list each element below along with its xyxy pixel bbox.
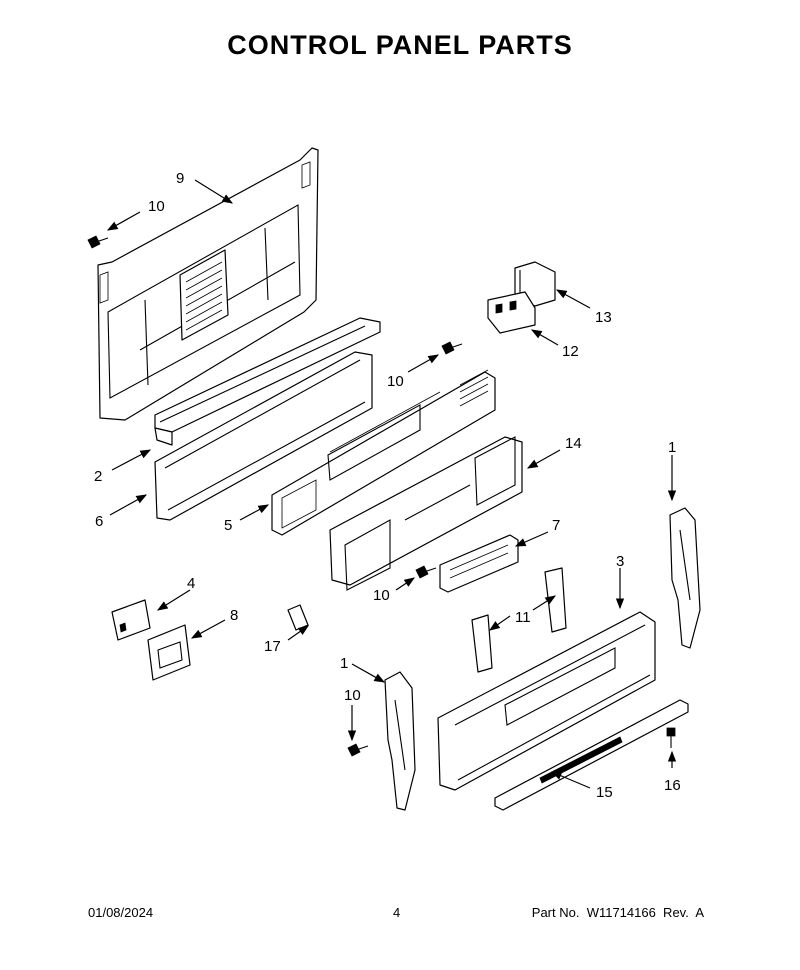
- callout-3: 3: [616, 553, 624, 570]
- page-title: CONTROL PANEL PARTS: [227, 30, 573, 60]
- screw-10-d: [347, 743, 369, 757]
- screw-10-b: [441, 341, 463, 355]
- callout-12: 12: [562, 343, 579, 360]
- part-5-panel-frame: [271, 369, 496, 536]
- callout-8: 8: [230, 607, 238, 624]
- part-6-support-channel: [154, 351, 373, 521]
- callout-10-lower: 10: [373, 587, 390, 604]
- part-9-rear-panel: [97, 147, 319, 421]
- callout-2: 2: [94, 468, 102, 485]
- callout-10-bottom: 10: [344, 687, 361, 704]
- part-14-control-housing: [329, 436, 523, 591]
- callout-6: 6: [95, 513, 103, 530]
- callout-1-left: 1: [340, 655, 348, 672]
- callout-4: 4: [187, 575, 195, 592]
- part-7-interface-board: [439, 534, 519, 593]
- callout-1-right: 1: [668, 439, 676, 456]
- part-17-clip: [287, 604, 309, 631]
- callout-16: 16: [664, 777, 681, 794]
- screw-16: [666, 727, 676, 748]
- part-1-end-cap-left: [384, 671, 416, 811]
- callout-10-mid: 10: [387, 373, 404, 390]
- callout-15: 15: [596, 784, 613, 801]
- callout-5: 5: [224, 517, 232, 534]
- callout-7: 7: [552, 517, 560, 534]
- part-3-control-console: [437, 611, 656, 791]
- footer-date: 01/08/2024: [88, 905, 154, 920]
- callout-11: 11: [515, 609, 531, 626]
- screw-10-c: [415, 565, 437, 579]
- part-12-terminal-block: [487, 291, 536, 334]
- part-15-trim-strip: [494, 699, 689, 811]
- part-8-mounting-plate: [147, 624, 191, 681]
- callout-9: 9: [176, 170, 184, 187]
- footer-part-number: Part No. W11714166 Rev. A: [531, 905, 704, 920]
- footer-page-number: 4: [393, 905, 401, 920]
- callout-10-top: 10: [148, 198, 165, 215]
- callout-17: 17: [264, 638, 281, 655]
- callout-13: 13: [595, 309, 612, 326]
- callout-arrows: [106, 179, 677, 789]
- callout-14: 14: [565, 435, 582, 452]
- part-1-end-cap-right: [669, 507, 701, 649]
- screw-10-a: [87, 235, 109, 249]
- part-4-electronic-control: [111, 599, 151, 641]
- part-2-bracket: [154, 317, 381, 446]
